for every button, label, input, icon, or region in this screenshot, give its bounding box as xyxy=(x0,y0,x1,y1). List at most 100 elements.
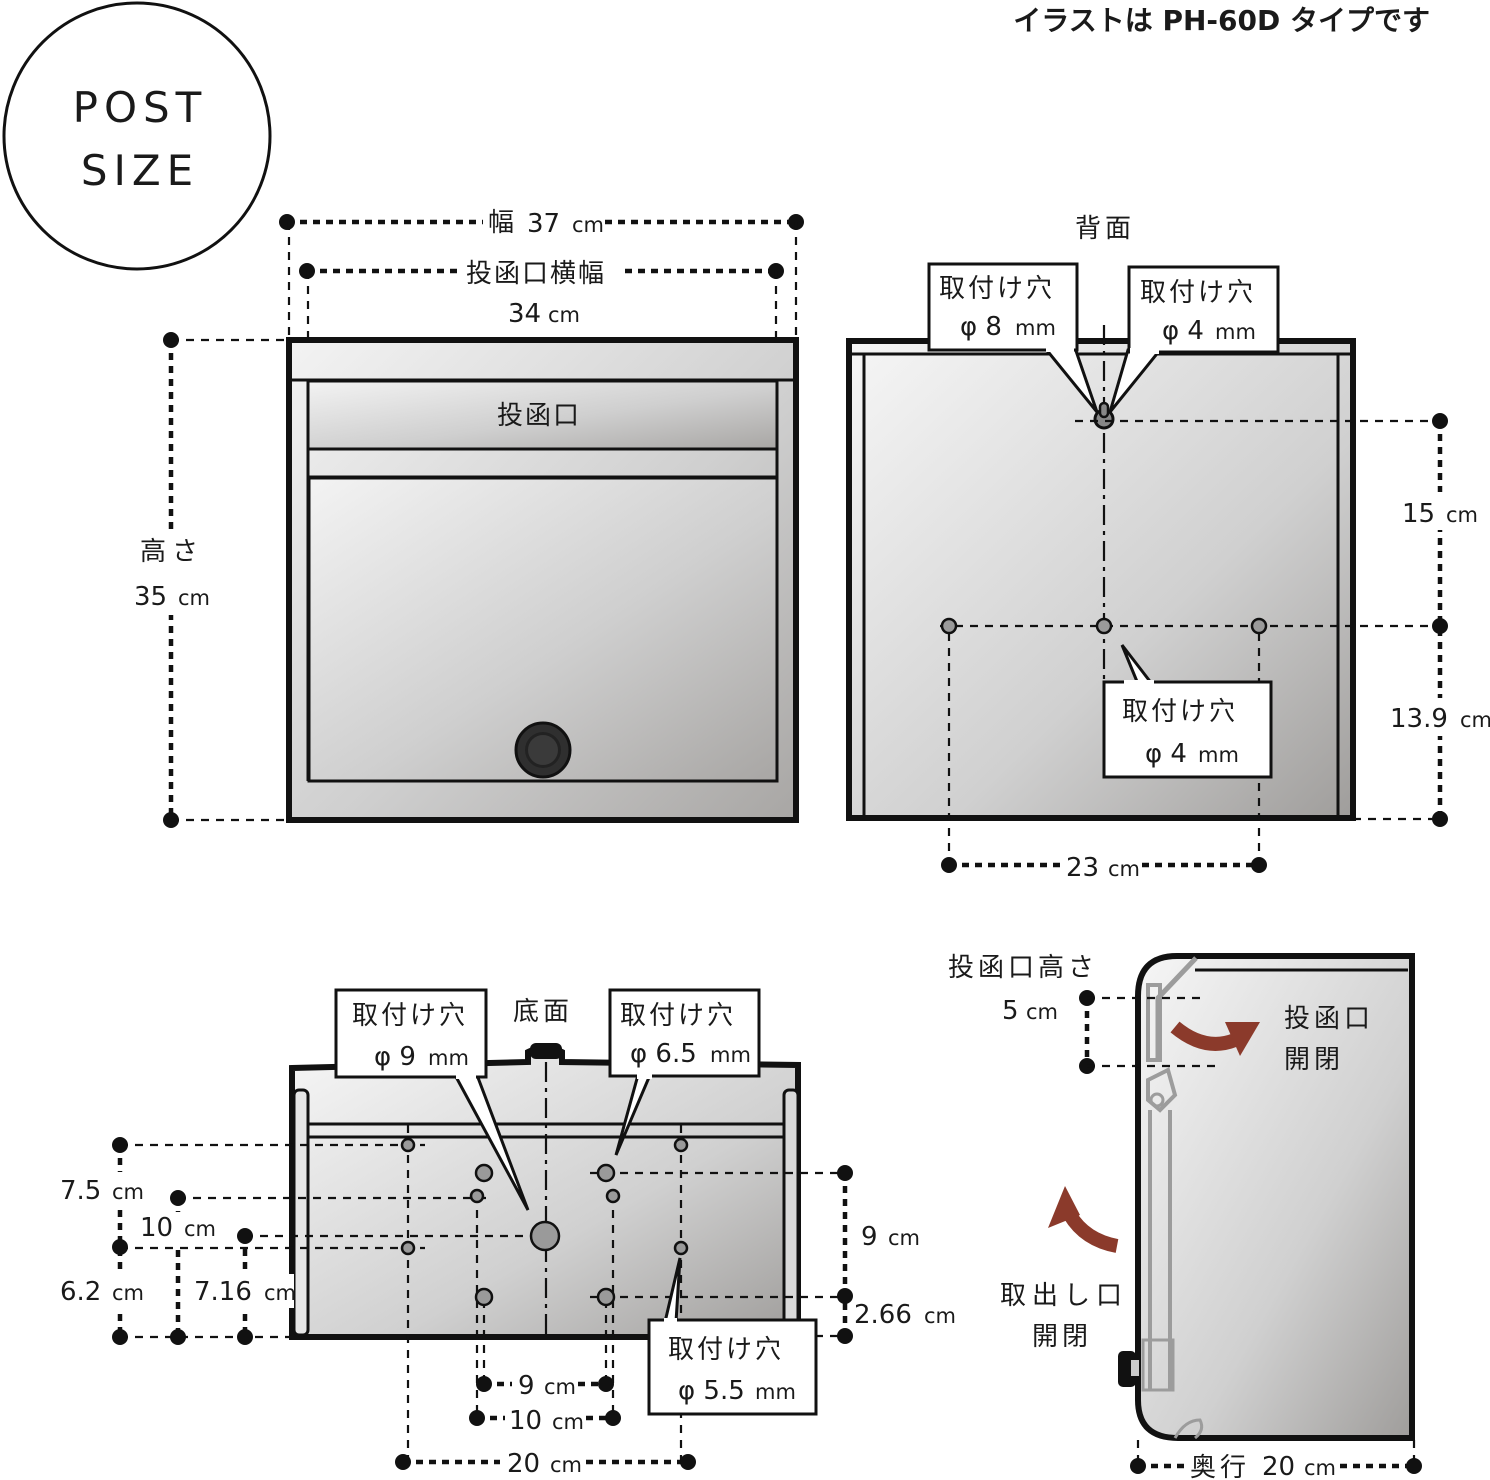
mount-hole-icon xyxy=(673,1137,689,1153)
height-unit: cm xyxy=(178,586,210,610)
bottom-dim-unit: cm xyxy=(544,1375,576,1399)
bottom-dim-unit: cm xyxy=(550,1453,582,1477)
back-dim-upper-unit: cm xyxy=(1446,503,1478,527)
mail-slot-flap xyxy=(306,379,779,451)
callout-unit: mm xyxy=(1015,316,1056,340)
bottom-dim-value: 20 xyxy=(507,1449,540,1479)
callout-title: 取付け穴 xyxy=(620,1001,736,1031)
bottom-view-title: 底面 xyxy=(513,997,573,1027)
mount-hole-icon xyxy=(400,1240,416,1256)
bottom-dim-value: 9 xyxy=(518,1371,535,1401)
mount-hole-icon xyxy=(940,617,958,635)
dim-endpoint xyxy=(837,1288,853,1304)
dim-endpoint xyxy=(469,1410,485,1426)
mount-hole-icon xyxy=(1095,617,1113,635)
back-dim-lower-value: 13.9 xyxy=(1390,704,1448,734)
dim-endpoint xyxy=(1251,857,1267,873)
bottom-dim-value: 6.2 xyxy=(60,1277,101,1307)
slot-open-label-2: 開閉 xyxy=(1284,1045,1344,1075)
takeout-label-1: 取出し口 xyxy=(1000,1281,1128,1311)
callout-value: φ 4 xyxy=(1162,316,1204,346)
dim-endpoint xyxy=(1130,1458,1146,1474)
dim-endpoint xyxy=(1432,618,1448,634)
slot-open-arrow-icon xyxy=(1170,1021,1260,1056)
back-dim-horizontal-unit: cm xyxy=(1108,857,1140,881)
mount-hole-icon xyxy=(605,1188,621,1204)
dim-endpoint xyxy=(837,1328,853,1344)
callout-value: φ 9 xyxy=(374,1042,416,1072)
bottom-dim-value: 2.66 xyxy=(854,1300,912,1330)
dim-endpoint xyxy=(279,214,295,230)
dim-endpoint xyxy=(112,1239,128,1255)
dim-endpoint xyxy=(1406,1458,1422,1474)
callout-value: φ 5.5 xyxy=(678,1376,745,1406)
mount-hole-icon xyxy=(673,1240,689,1256)
dim-endpoint xyxy=(680,1454,696,1470)
bottom-dim-unit: cm xyxy=(184,1217,216,1241)
callout-unit: mm xyxy=(710,1043,751,1067)
badge-line-1: POST xyxy=(73,83,208,132)
dim-endpoint xyxy=(605,1410,621,1426)
mount-hole-icon xyxy=(469,1188,485,1204)
callout-value: φ 4 xyxy=(1145,739,1187,769)
bottom-dim-unit: cm xyxy=(264,1281,296,1305)
illustration-note: イラストは PH-60D タイプです xyxy=(1013,4,1430,37)
back-dim-lower-unit: cm xyxy=(1460,708,1490,732)
keyhole-mount-hole-icon xyxy=(1093,401,1115,430)
bottom-dim-value: 7.16 xyxy=(194,1277,252,1307)
slot-height-unit: cm xyxy=(1026,1000,1058,1024)
back-view: 背面 取付け穴 φ 8 mm 取付け穴 φ 4 mm xyxy=(846,214,1490,883)
hinge-tab-icon xyxy=(530,1043,562,1059)
depth-unit: cm xyxy=(1304,1456,1336,1480)
mount-hole-icon xyxy=(474,1287,494,1307)
dim-endpoint xyxy=(112,1137,128,1153)
callout-mount-hole-4mm-bottom xyxy=(1102,680,1273,779)
width-unit: cm xyxy=(572,213,604,237)
back-view-title: 背面 xyxy=(1075,214,1135,244)
depth-value: 20 xyxy=(1262,1452,1295,1480)
callout-mount-hole-8mm xyxy=(927,262,1079,352)
mount-hole-icon xyxy=(474,1163,494,1183)
dim-endpoint xyxy=(598,1376,614,1392)
height-label: 高さ xyxy=(140,537,204,567)
takeout-label-2: 開閉 xyxy=(1032,1322,1092,1352)
slot-height-value: 5 xyxy=(1002,996,1019,1026)
dim-endpoint xyxy=(395,1454,411,1470)
callout-title: 取付け穴 xyxy=(352,1001,468,1031)
slot-width-value: 34 xyxy=(508,299,541,329)
width-label: 幅 xyxy=(488,208,514,238)
bottom-dim-unit: cm xyxy=(112,1180,144,1204)
post-size-badge: POST SIZE xyxy=(2,1,272,271)
callout-unit: mm xyxy=(428,1046,469,1070)
callout-title: 取付け穴 xyxy=(1140,278,1256,308)
dim-endpoint xyxy=(837,1165,853,1181)
dim-endpoint xyxy=(1432,811,1448,827)
dim-endpoint xyxy=(476,1376,492,1392)
bottom-dim-value: 10 xyxy=(140,1213,173,1243)
dim-endpoint xyxy=(170,1329,186,1345)
bottom-dim-value: 7.5 xyxy=(60,1176,101,1206)
callout-title: 取付け穴 xyxy=(668,1335,784,1365)
bottom-dim-value: 9 xyxy=(861,1222,878,1252)
dim-endpoint xyxy=(1432,413,1448,429)
mail-slot-label: 投函口 xyxy=(497,401,581,431)
badge-line-2: SIZE xyxy=(81,146,199,195)
mount-hole-icon xyxy=(596,1163,616,1183)
callout-value: φ 6.5 xyxy=(630,1039,697,1069)
mount-hole-icon xyxy=(400,1137,416,1153)
front-view: 幅 37 cm 投函口横幅 34 cm 高さ 35 cm 投函口 xyxy=(130,208,804,828)
callout-value: φ 8 xyxy=(960,312,1002,342)
slot-height-label: 投函口高さ xyxy=(948,953,1098,983)
dim-endpoint xyxy=(237,1228,253,1244)
bottom-dim-value: 10 xyxy=(509,1406,542,1436)
callout-title: 取付け穴 xyxy=(1122,697,1238,727)
takeout-open-arrow-icon xyxy=(1048,1186,1119,1253)
large-mount-hole-icon xyxy=(529,1220,561,1252)
dim-endpoint xyxy=(170,1190,186,1206)
back-dim-horizontal-value: 23 xyxy=(1066,853,1099,883)
bottom-dim-unit: cm xyxy=(552,1410,584,1434)
slot-open-label-1: 投函口 xyxy=(1284,1004,1374,1034)
bottom-dim-unit: cm xyxy=(112,1281,144,1305)
side-view: 投函口高さ 5 cm 投函口 開閉 取出し口 開閉 奥行 20 cm xyxy=(948,953,1422,1480)
